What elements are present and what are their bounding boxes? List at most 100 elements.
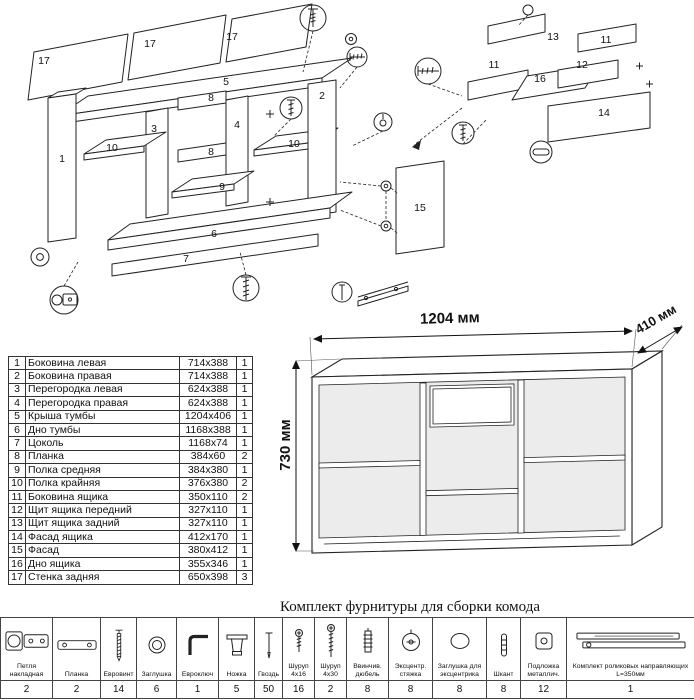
part-number: 12	[8, 503, 26, 518]
part-qty: 2	[236, 449, 253, 465]
callout-circle	[49, 285, 79, 315]
cap-glyph	[379, 119, 387, 127]
screw-glyph	[349, 53, 365, 61]
part-qty: 3	[236, 570, 253, 585]
part-number: 16	[8, 556, 26, 572]
hardware-item-label: Евровинт	[103, 670, 134, 678]
part-label: 2	[319, 90, 325, 102]
runner-wheel	[393, 286, 399, 292]
part-number: 6	[8, 422, 26, 438]
eccentric-cam-center	[383, 183, 389, 189]
euroscrew-icon	[102, 619, 135, 671]
hardware-item: Ножка	[218, 617, 255, 681]
cabinet-inner-boards	[318, 379, 626, 536]
part-size: 714x388	[179, 355, 237, 371]
hardware-item-label: Евроключ	[181, 670, 214, 678]
runner-rail-line	[357, 281, 409, 298]
hardware-item-label: Подложка металлич.	[527, 663, 560, 678]
partition-left	[145, 107, 169, 219]
hardware-item: Шуруп 4x16	[282, 617, 315, 681]
callout-circle	[331, 281, 353, 303]
part-qty: 1	[236, 382, 253, 398]
hardware-item-qty: 14	[100, 680, 137, 699]
part-name: Крыша тумбы	[25, 409, 180, 424]
hardware-item-qty: 8	[346, 680, 389, 699]
part-size: 327x110	[179, 503, 237, 518]
leg-icon	[220, 619, 253, 671]
part-number: 3	[8, 382, 26, 398]
hardware-item: Комплект роликовых направляющих L=350мм	[566, 617, 694, 681]
part-name: Фасад ящика	[25, 530, 180, 545]
plinth	[111, 233, 319, 277]
screw-glyph	[459, 124, 467, 141]
part-name: Планка	[25, 449, 180, 465]
depth-dimension-line	[637, 326, 683, 354]
part-name: Боковина левая	[25, 355, 180, 371]
part-label: 17	[144, 38, 156, 50]
hardware-item: Планка	[52, 617, 101, 681]
part-size: 1168x74	[179, 436, 237, 451]
hardware-item-label: Шкант	[493, 670, 514, 678]
part-label: 5	[223, 76, 229, 88]
hinge-cup-glyph	[51, 294, 63, 306]
hardware-item-label: Комплект роликовых направляющих L=350мм	[572, 663, 689, 678]
part-label: 16	[534, 73, 546, 85]
euroscrew-glyph	[287, 99, 295, 116]
hardware-item-qty: 12	[520, 680, 567, 699]
part-qty: 1	[236, 556, 253, 572]
drawer-front-panel	[557, 59, 619, 89]
part-number: 4	[8, 396, 26, 411]
hardware-item-label: Планка	[64, 670, 89, 678]
part-number: 8	[8, 449, 26, 465]
euroscrew-glyph	[308, 8, 318, 27]
hardware-item: Заглушка	[136, 617, 177, 681]
hardware-item-label: Заглушка	[141, 670, 172, 678]
cabinet-panels	[27, 3, 651, 277]
part-size: 624x388	[179, 382, 237, 398]
part-qty: 1	[236, 396, 253, 411]
hardware-item-qty: 2	[52, 680, 101, 699]
eccentric-cam-center	[383, 223, 389, 229]
part-size: 412x170	[179, 530, 237, 545]
hardware-item-label: Шуруп 4x16	[288, 663, 309, 678]
part-number: 14	[8, 530, 26, 545]
part-qty: 1	[236, 355, 253, 371]
hardware-item-qty: 8	[388, 680, 433, 699]
dowel-screw-icon	[348, 619, 387, 663]
plank	[177, 90, 227, 111]
shelf-middle-edge	[171, 183, 235, 199]
assembly-exploded-diagram: 17 17 17 5 1 10 3 8 8 4 10 9 6 7 2 15 13…	[27, 3, 653, 315]
part-label: 9	[219, 181, 225, 193]
hardware-kit-table: Петля накладная Планка Евровинт Заглушка…	[0, 617, 694, 699]
hardware-qty-row: 2 2 14 6 1 5 50 16 2 8 8 8 8 12 1	[0, 680, 694, 699]
cap-icon	[138, 619, 175, 671]
part-name: Дно тумбы	[25, 422, 180, 438]
part-number: 10	[8, 476, 26, 491]
hinge-icon	[2, 619, 51, 663]
part-label: 6	[211, 228, 217, 240]
part-number: 15	[8, 543, 26, 558]
back-panel	[27, 33, 129, 101]
part-label: 11	[601, 34, 612, 46]
hardware-item-qty: 8	[486, 680, 521, 699]
part-label: 14	[598, 107, 610, 119]
hex-key-icon	[178, 619, 217, 671]
part-label: 10	[106, 142, 118, 154]
shelf-board	[318, 460, 421, 469]
part-qty: 1	[236, 409, 253, 424]
hardware-item: Шкант	[486, 617, 521, 681]
part-qty: 1	[236, 503, 253, 518]
eccentric-cam	[380, 220, 392, 232]
part-qty: 2	[236, 489, 253, 505]
hardware-item-label: Заглушка для эксцентрика	[437, 663, 482, 678]
bottom-panel-edge	[107, 207, 331, 251]
runner-rail	[357, 285, 409, 307]
height-dimension-label: 730 мм	[280, 419, 294, 470]
drawer-front	[429, 383, 515, 428]
